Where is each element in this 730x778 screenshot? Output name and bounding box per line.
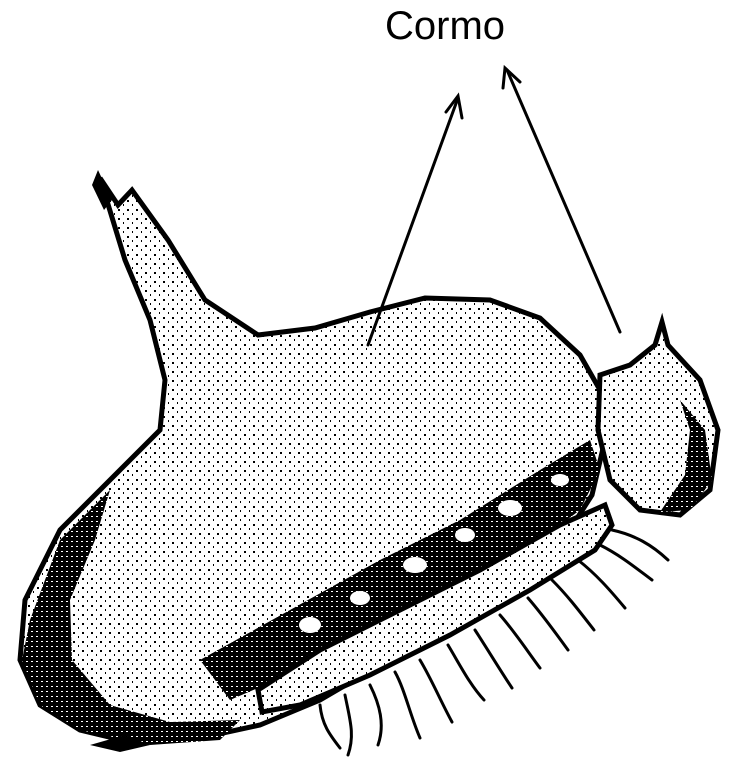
bud [498, 500, 522, 516]
bud [551, 474, 569, 486]
bud [299, 617, 321, 633]
bud [350, 591, 370, 605]
arrow-right-line [507, 70, 620, 332]
bud [403, 557, 427, 573]
bud [455, 528, 475, 542]
